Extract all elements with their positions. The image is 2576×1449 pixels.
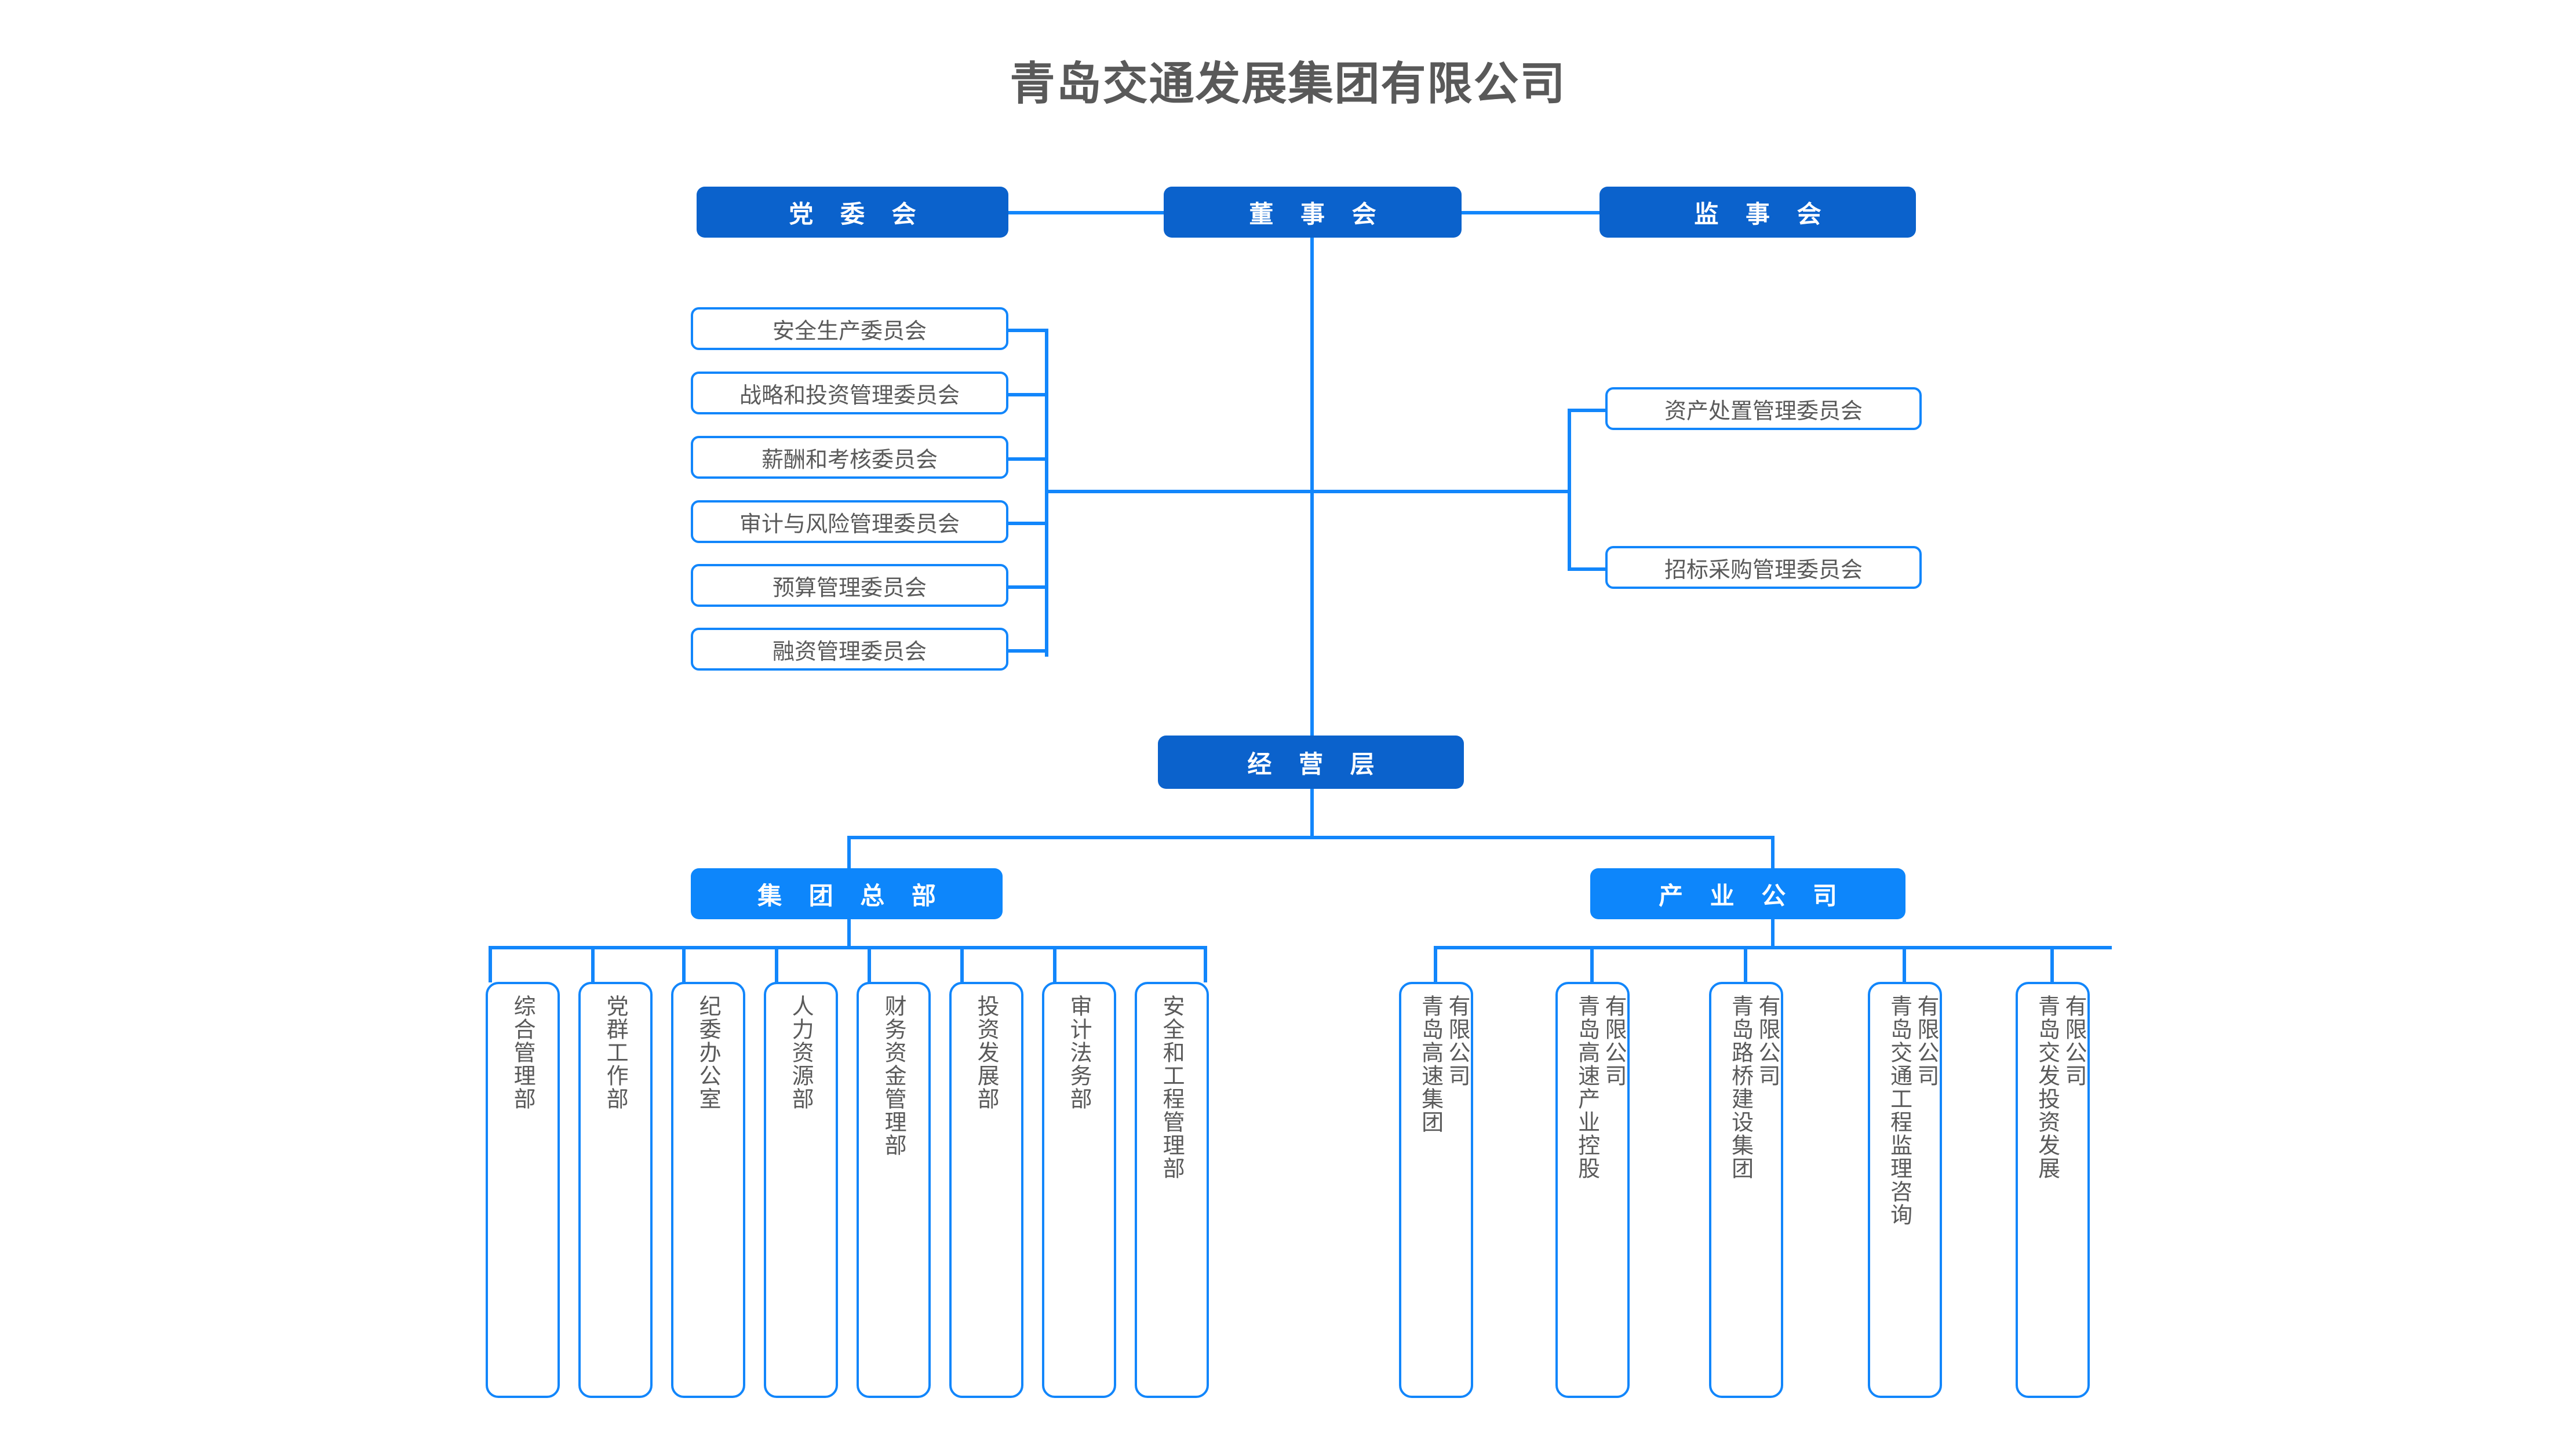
node-industry-companies[interactable]: 产 业 公 司: [1590, 868, 1905, 919]
committee-label: 招标采购管理委员会: [1664, 556, 1863, 582]
connector-left-stub-3: [1008, 457, 1047, 461]
node-party-committee[interactable]: 党 委 会: [697, 187, 1008, 238]
connector-branch-drop-industry: [1771, 836, 1775, 872]
department-label: 纪委办公室: [695, 995, 722, 1111]
subsidiary-label-main: 青岛路桥建设集团: [1728, 995, 1754, 1180]
connector-party-to-board: [1007, 211, 1164, 214]
connector-right-stub-2: [1568, 567, 1608, 571]
committee-label: 预算管理委员会: [772, 574, 927, 600]
subsidiary-box[interactable]: 有限公司 青岛高速集团: [1399, 982, 1473, 1398]
subsidiary-box[interactable]: 有限公司 青岛交发投资发展: [2016, 982, 2090, 1398]
connector-dept-drop-3: [682, 946, 686, 982]
subsidiary-label-main: 青岛交通工程监理咨询: [1886, 995, 1912, 1226]
connector-spine-to-right-bus: [1310, 490, 1571, 493]
connector-left-stub-5: [1008, 585, 1047, 589]
connector-sub-drop-2: [1590, 946, 1594, 982]
department-label: 综合管理部: [510, 995, 536, 1111]
committee-label: 薪酬和考核委员会: [761, 446, 938, 472]
subsidiary-label-main: 青岛高速集团: [1418, 995, 1444, 1134]
connector-sub-drop-3: [1744, 946, 1747, 982]
connector-dept-drop-5: [868, 946, 871, 982]
committee-box[interactable]: 战略和投资管理委员会: [691, 372, 1008, 414]
committee-box[interactable]: 预算管理委员会: [691, 564, 1008, 607]
page-title: 青岛交通发展集团有限公司: [1010, 58, 1566, 110]
node-industry-companies-label: 产 业 公 司: [1659, 881, 1846, 910]
committee-box[interactable]: 薪酬和考核委员会: [691, 436, 1008, 479]
connector-right-stub-1: [1568, 409, 1608, 412]
committee-label: 审计与风险管理委员会: [739, 511, 960, 537]
connector-left-stub-4: [1008, 522, 1047, 525]
committee-box[interactable]: 资产处置管理委员会: [1605, 387, 1922, 430]
connector-branch-bus: [847, 836, 1775, 839]
connector-industry-spine: [1771, 919, 1775, 948]
node-board-of-supervisors-label: 监 事 会: [1694, 199, 1831, 228]
subsidiary-label-suffix: 有限公司: [1445, 995, 1470, 1087]
node-board-of-directors-label: 董 事 会: [1249, 199, 1386, 228]
department-label: 人力资源部: [788, 995, 814, 1111]
subsidiary-box[interactable]: 有限公司 青岛路桥建设集团: [1709, 982, 1783, 1398]
department-label: 审计法务部: [1066, 995, 1092, 1111]
committee-label: 资产处置管理委员会: [1664, 398, 1863, 424]
connector-sub-drop-4: [1903, 946, 1906, 982]
subsidiary-box[interactable]: 有限公司 青岛高速产业控股: [1555, 982, 1630, 1398]
department-box[interactable]: 综合管理部: [486, 982, 560, 1398]
subsidiary-label-main: 青岛高速产业控股: [1574, 995, 1600, 1180]
subsidiary-label-suffix: 有限公司: [2061, 995, 2087, 1087]
connector-dept-drop-7: [1053, 946, 1056, 982]
connector-left-bus-to-spine: [1045, 490, 1313, 493]
department-box[interactable]: 人力资源部: [764, 982, 838, 1398]
committee-box[interactable]: 招标采购管理委员会: [1605, 546, 1922, 589]
connector-dept-drop-1: [489, 946, 492, 982]
department-box[interactable]: 安全和工程管理部: [1135, 982, 1209, 1398]
connector-left-stub-6: [1008, 649, 1047, 653]
department-box[interactable]: 财务资金管理部: [857, 982, 931, 1398]
department-label: 党群工作部: [603, 995, 629, 1111]
committee-box[interactable]: 审计与风险管理委员会: [691, 500, 1008, 543]
department-box[interactable]: 党群工作部: [578, 982, 653, 1398]
committee-label: 战略和投资管理委员会: [739, 382, 960, 408]
node-management-layer[interactable]: 经 营 层: [1158, 736, 1464, 789]
connector-management-spine: [1310, 789, 1314, 839]
department-box[interactable]: 纪委办公室: [671, 982, 745, 1398]
connector-dept-drop-4: [775, 946, 778, 982]
subsidiary-label-suffix: 有限公司: [1914, 995, 1939, 1087]
department-box[interactable]: 审计法务部: [1042, 982, 1116, 1398]
department-label: 安全和工程管理部: [1159, 995, 1185, 1180]
node-headquarters[interactable]: 集 团 总 部: [691, 868, 1003, 919]
connector-hq-spine: [847, 919, 851, 948]
node-headquarters-label: 集 团 总 部: [757, 881, 945, 910]
connector-department-bus: [489, 946, 1207, 949]
subsidiary-label-main: 青岛交发投资发展: [2034, 995, 2060, 1180]
connector-subsidiary-bus: [1434, 946, 2112, 949]
subsidiary-label-suffix: 有限公司: [1601, 995, 1627, 1087]
node-board-of-supervisors[interactable]: 监 事 会: [1599, 187, 1916, 238]
committee-label: 安全生产委员会: [772, 318, 927, 344]
connector-right-committee-bus: [1568, 409, 1571, 571]
department-label: 投资发展部: [974, 995, 1000, 1111]
connector-left-stub-2: [1008, 393, 1047, 396]
connector-dept-drop-8: [1204, 946, 1207, 982]
connector-left-stub-1: [1008, 329, 1047, 332]
connector-sub-drop-5: [2050, 946, 2054, 982]
committee-label: 融资管理委员会: [772, 638, 927, 664]
connector-sub-drop-1: [1434, 946, 1437, 982]
department-label: 财务资金管理部: [881, 995, 907, 1157]
node-board-of-directors[interactable]: 董 事 会: [1164, 187, 1462, 238]
committee-box[interactable]: 安全生产委员会: [691, 307, 1008, 350]
connector-dept-drop-6: [960, 946, 964, 982]
node-party-committee-label: 党 委 会: [789, 199, 926, 228]
connector-dept-drop-2: [591, 946, 595, 982]
department-box[interactable]: 投资发展部: [949, 982, 1023, 1398]
subsidiary-label-suffix: 有限公司: [1755, 995, 1780, 1087]
connector-branch-drop-hq: [847, 836, 851, 872]
subsidiary-box[interactable]: 有限公司 青岛交通工程监理咨询: [1868, 982, 1942, 1398]
committee-box[interactable]: 融资管理委员会: [691, 628, 1008, 671]
node-management-layer-label: 经 营 层: [1247, 749, 1384, 778]
connector-board-to-supervisors: [1461, 211, 1600, 214]
